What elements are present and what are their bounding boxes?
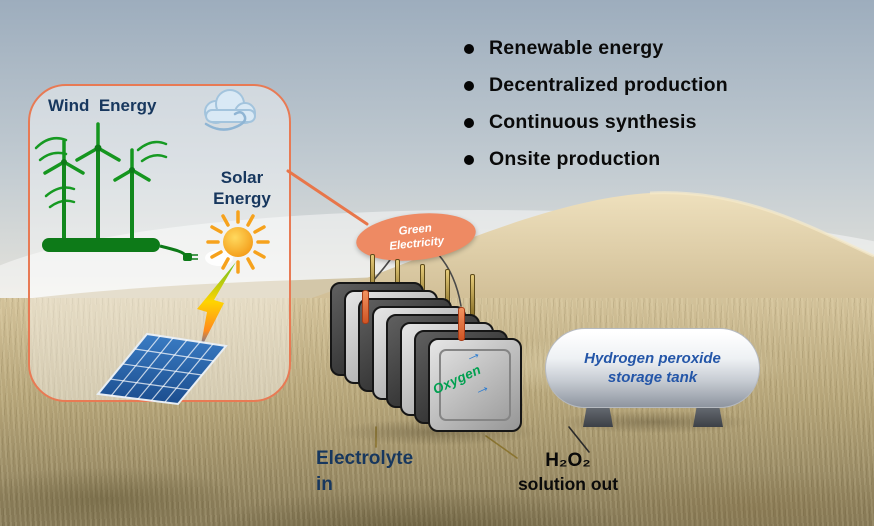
solar-energy-label: Solar Energy xyxy=(213,168,271,209)
cloud-wind-icon xyxy=(204,89,256,131)
leader-lines xyxy=(375,426,590,459)
bullet-icon xyxy=(464,154,474,165)
bullet-icon xyxy=(464,117,474,128)
h2o2-caption: solution out xyxy=(517,474,619,494)
green-electricity-label: Green Electricity xyxy=(388,221,445,253)
electrolyte-in-label: Electrolyte in xyxy=(316,448,414,495)
wind-energy-label: Wind Energy xyxy=(48,96,157,115)
feature-item: Renewable energy xyxy=(464,30,728,67)
feature-item: Decentralized production xyxy=(464,67,728,104)
bullet-icon xyxy=(464,43,474,54)
electrolyzer-stack: → Oxygen → xyxy=(330,254,540,442)
h2o2-formula: H₂O₂ xyxy=(545,450,591,471)
sun-icon xyxy=(205,210,270,274)
feature-label: Onsite production xyxy=(489,148,661,170)
tank-label: Hydrogen peroxide storage tank xyxy=(584,349,721,387)
feature-item: Continuous synthesis xyxy=(464,104,728,141)
lightning-arrow-icon xyxy=(197,262,236,350)
feature-label: Continuous synthesis xyxy=(489,111,697,133)
cell-plate-front xyxy=(428,338,522,432)
h2o2-out-label: H₂O₂ solution out xyxy=(498,450,638,495)
terminal-post xyxy=(458,307,465,341)
feature-label: Renewable energy xyxy=(489,37,664,59)
feature-label: Decentralized production xyxy=(489,74,728,96)
electrode-pin xyxy=(470,274,475,316)
storage-tank: Hydrogen peroxide storage tank xyxy=(545,328,760,428)
feature-list: Renewable energy Decentralized productio… xyxy=(464,30,728,178)
solar-panel-icon xyxy=(96,332,228,406)
tank-body: Hydrogen peroxide storage tank xyxy=(545,328,760,408)
terminal-post xyxy=(362,290,369,324)
feature-item: Onsite production xyxy=(464,141,728,178)
bullet-icon xyxy=(464,80,474,91)
wind-turbines-icon xyxy=(34,122,198,261)
